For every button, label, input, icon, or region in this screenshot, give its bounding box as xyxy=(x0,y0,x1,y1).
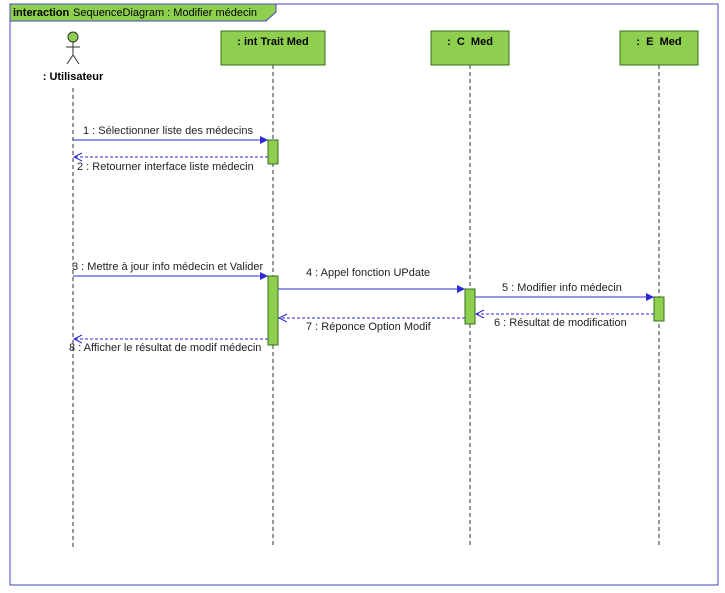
frame-title: SequenceDiagram : Modifier médecin xyxy=(73,7,257,19)
arrowhead-filled xyxy=(457,285,465,293)
lifeline-int-trait-med[interactable]: : int Trait Med xyxy=(220,30,326,66)
message-7[interactable]: 7 : Réponce Option Modif xyxy=(277,313,465,333)
lifeline-box xyxy=(220,30,326,66)
interaction-frame xyxy=(9,3,719,586)
message-label: 1 : Sélectionner liste des médecins xyxy=(83,125,253,137)
message-label: 4 : Appel fonction UPdate xyxy=(306,267,430,279)
lifeline-label: : int Trait Med xyxy=(237,36,309,48)
message-label: 8 : Afficher le résultat de modif médeci… xyxy=(69,342,261,354)
arrowhead-open xyxy=(72,152,83,162)
arrowhead-filled xyxy=(646,293,654,301)
message-label: 7 : Réponce Option Modif xyxy=(306,321,432,333)
lifeline-label: : E Med xyxy=(636,36,681,48)
message-8[interactable]: 8 : Afficher le résultat de modif médeci… xyxy=(69,334,268,354)
lifeline-e-med[interactable]: : E Med xyxy=(619,30,699,66)
message-4[interactable]: 4 : Appel fonction UPdate xyxy=(278,267,465,293)
message-label: 6 : Résultat de modification xyxy=(494,317,627,329)
arrowhead-open xyxy=(277,313,288,323)
lifeline-label: : C Med xyxy=(447,36,493,48)
activation-bar-int-trait-med-1 xyxy=(267,139,279,165)
arrowhead-open xyxy=(474,309,485,319)
lifeline-box xyxy=(430,30,510,66)
message-1[interactable]: 1 : Sélectionner liste des médecins xyxy=(73,125,268,144)
message-5[interactable]: 5 : Modifier info médecin xyxy=(475,282,654,301)
lifeline-c-med[interactable]: : C Med xyxy=(430,30,510,66)
message-2[interactable]: 2 : Retourner interface liste médecin xyxy=(72,152,268,173)
actor-head xyxy=(67,31,79,43)
frame-keyword: interaction xyxy=(13,7,70,19)
activation-bar-c-med xyxy=(464,288,476,325)
activation-bar-e-med xyxy=(653,296,665,322)
arrowhead-open xyxy=(72,334,83,344)
actor-leg-right xyxy=(72,54,80,65)
actor-label: : Utilisateur xyxy=(43,71,104,83)
message-6[interactable]: 6 : Résultat de modification xyxy=(474,309,654,329)
actor-utilisateur[interactable]: : Utilisateur xyxy=(43,31,104,83)
message-label: 2 : Retourner interface liste médecin xyxy=(77,161,254,173)
arrowhead-filled xyxy=(260,136,268,144)
activation-bar-int-trait-med-2 xyxy=(267,275,279,346)
message-label: 5 : Modifier info médecin xyxy=(502,282,622,294)
actor-leg-left xyxy=(66,54,74,65)
frame-tab xyxy=(9,3,277,22)
arrowhead-filled xyxy=(260,272,268,280)
message-3[interactable]: 3 : Mettre à jour info médecin et Valide… xyxy=(72,261,268,280)
message-label: 3 : Mettre à jour info médecin et Valide… xyxy=(72,261,264,273)
